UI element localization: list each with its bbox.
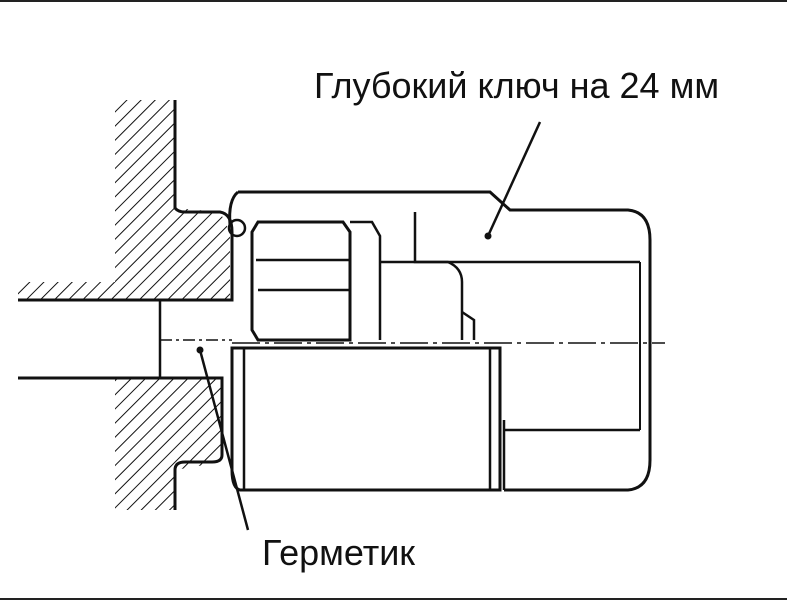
sealant-label: Герметик xyxy=(262,532,416,573)
leader-line-wrench xyxy=(486,121,542,237)
bolt-body xyxy=(230,346,502,492)
leader-dot-wrench xyxy=(484,232,492,240)
top-border xyxy=(0,0,787,2)
plug-stub xyxy=(158,300,232,378)
housing-wall xyxy=(18,100,234,510)
socket-wrench-label: Глубокий ключ на 24 мм xyxy=(314,65,720,106)
bottom-border xyxy=(0,598,787,600)
leader-line-sealant xyxy=(198,349,250,531)
hex-nut xyxy=(250,220,476,342)
deep-socket-wrench xyxy=(227,190,652,492)
leader-dot-sealant xyxy=(196,346,204,354)
